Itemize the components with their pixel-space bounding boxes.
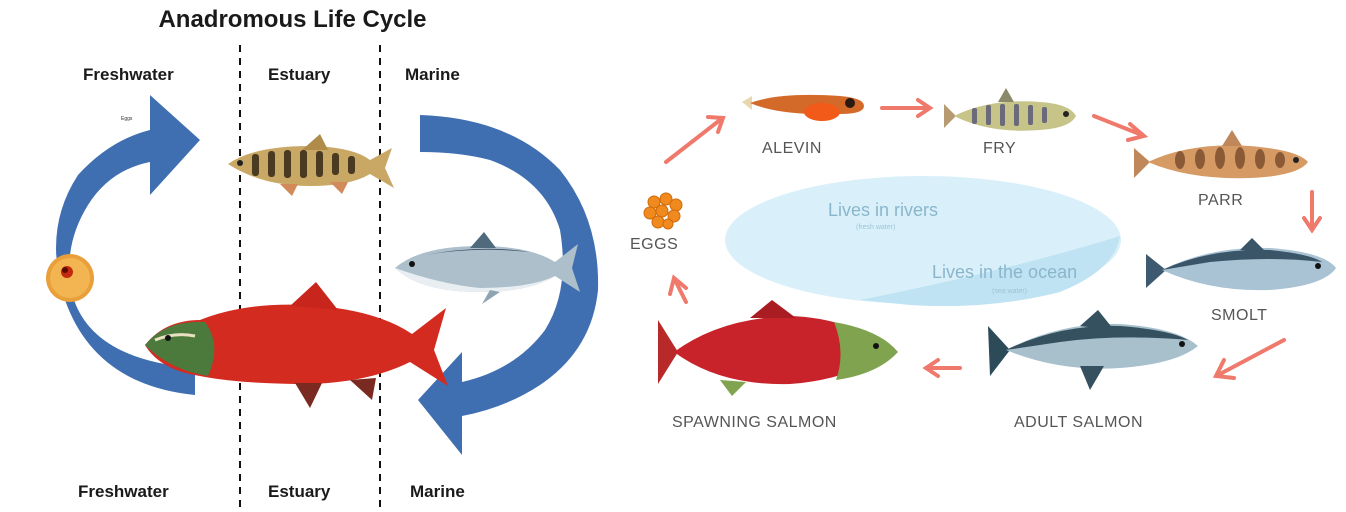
stage-label-spawning: SPAWNING SALMON: [672, 414, 837, 432]
stage-label-fry: FRY: [983, 140, 1016, 158]
zone-label-estuary-bottom: Estuary: [268, 482, 330, 502]
salmon-cycle-graphics: [610, 0, 1346, 512]
habitat-ocean-label: Lives in the ocean: [932, 262, 1077, 283]
zone-label-estuary-top: Estuary: [268, 65, 330, 85]
ocean-salmon-illustration: [395, 232, 580, 304]
habitat-ocean-sublabel: (sea water): [992, 288, 1027, 295]
anadromous-life-cycle-panel: Anadromous Life Cycle Freshwater Estuary…: [0, 0, 610, 512]
adult-salmon-illustration: [988, 310, 1198, 390]
zone-label-freshwater-bottom: Freshwater: [78, 482, 169, 502]
arrow-parr-to-smolt: [1304, 192, 1320, 230]
zone-label-freshwater-top: Freshwater: [83, 65, 174, 85]
spawning-salmon-right-illustration: [658, 300, 898, 396]
egg-illustration: [46, 254, 94, 302]
arrow-eggs-to-alevin: [666, 117, 723, 162]
parr-fish-illustration: [228, 134, 394, 196]
arrow-spawning-to-eggs: [670, 278, 686, 302]
zone-label-marine-top: Marine: [405, 65, 460, 85]
alevin-illustration: [742, 95, 864, 121]
stage-label-alevin: ALEVIN: [762, 140, 822, 158]
arrow-label: Eggs: [121, 116, 132, 122]
arrow-adult-to-spawning: [926, 360, 960, 376]
fry-illustration: [944, 88, 1076, 131]
stage-label-eggs: EGGS: [630, 236, 678, 254]
parr-illustration: [1134, 130, 1308, 178]
eggs-illustration: [644, 193, 682, 229]
arrow-fry-to-parr: [1094, 116, 1144, 140]
page-title: Anadromous Life Cycle: [0, 6, 585, 34]
smolt-illustration: [1146, 238, 1336, 290]
arrow-alevin-to-fry: [882, 100, 930, 116]
stage-label-adult: ADULT SALMON: [1014, 414, 1143, 432]
habitat-ellipse: [725, 176, 1121, 306]
stage-label-parr: PARR: [1198, 192, 1243, 210]
zone-label-marine-bottom: Marine: [410, 482, 465, 502]
habitat-rivers-label: Lives in rivers: [828, 200, 938, 221]
salmon-life-cycle-panel: ALEVIN FRY PARR SMOLT ADULT SALMON SPAWN…: [610, 0, 1346, 512]
arrow-smolt-to-adult: [1216, 340, 1284, 378]
stage-label-smolt: SMOLT: [1211, 307, 1267, 325]
habitat-rivers-sublabel: (fresh water): [856, 224, 895, 231]
